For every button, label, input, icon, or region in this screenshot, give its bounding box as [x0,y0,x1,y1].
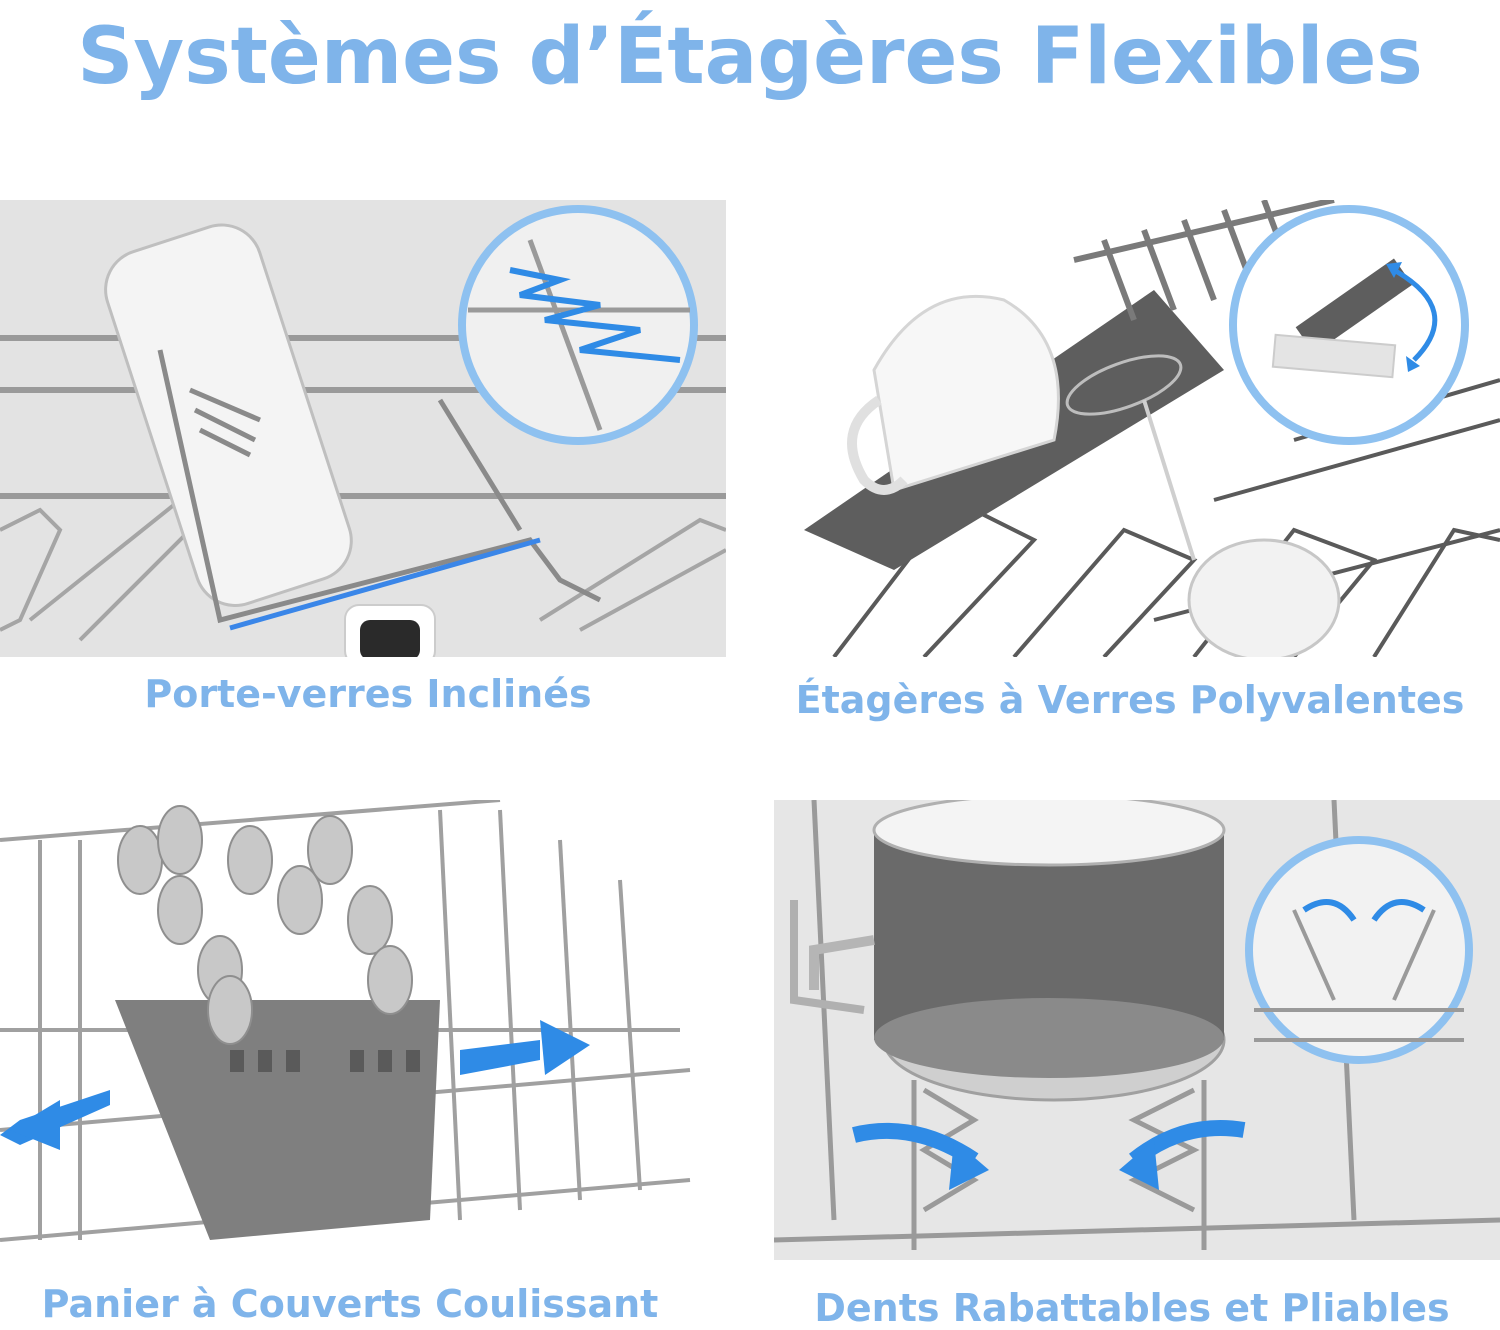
feature-caption-glass-shelves: Étagères à Verres Polyvalentes [795,678,1465,722]
folding-tines-icon [774,800,1500,1260]
glass-shelf-image [774,200,1500,657]
tilted-glass-holder-image [0,200,726,657]
sliding-cutlery-basket-icon [0,800,726,1260]
cutlery-basket-image [0,800,726,1260]
feature-caption-cutlery-basket: Panier à Couverts Coulissant [41,1282,659,1326]
page-title: Systèmes d’Étagères Flexibles [77,12,1423,102]
feature-caption-folding-tines: Dents Rabattables et Pliables [814,1286,1450,1330]
folding-tines-image [774,800,1500,1260]
tilted-glass-holder-icon [0,200,726,657]
feature-caption-tilted-holder: Porte-verres Inclinés [144,672,592,716]
foldable-glass-shelf-icon [774,200,1500,657]
